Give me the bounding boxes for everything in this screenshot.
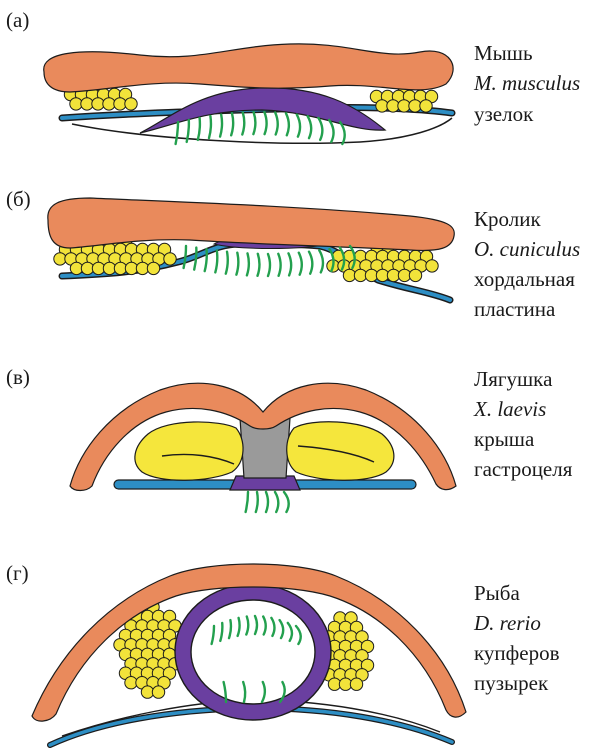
cilium — [242, 113, 244, 135]
cilium — [247, 253, 249, 275]
cilium — [299, 253, 302, 275]
cilium — [309, 252, 312, 274]
panel-b-species: O. cuniculus — [474, 237, 580, 261]
cilium — [253, 112, 255, 134]
cell — [147, 262, 159, 274]
panel-a-structure: узелок — [474, 102, 534, 126]
panel-b-structure-1: хордальная — [474, 267, 575, 291]
cilium — [340, 122, 345, 144]
cilium — [187, 120, 189, 142]
cilium — [226, 252, 228, 274]
cilium — [329, 120, 333, 142]
panel-d-letter: (г) — [6, 561, 29, 585]
panel-c-structure-2: гастроцеля — [474, 457, 573, 481]
panel-a-organism: Мышь — [474, 41, 533, 65]
cell — [152, 686, 164, 698]
panel-c-structure-1: крыша — [474, 427, 535, 451]
cilium — [275, 113, 278, 135]
cilium — [289, 253, 292, 275]
panel-c: (в) Лягушка X. laevis крыша гастроцеля — [6, 365, 573, 512]
frog-mesoderm-left — [135, 422, 243, 480]
cell — [420, 100, 432, 112]
rabbit-ectoderm — [48, 198, 454, 250]
cilium — [256, 492, 258, 512]
panel-d-structure-2: пузырек — [474, 671, 549, 695]
panel-d-species: D. rerio — [473, 611, 541, 635]
panel-a: (а) Мышь M. musculus узелок — [6, 8, 580, 144]
mouse-ectoderm — [44, 44, 453, 92]
cell — [164, 253, 176, 265]
panel-b-structure-2: пластина — [474, 297, 556, 321]
cilium — [215, 250, 217, 272]
panel-c-species: X. laevis — [473, 397, 546, 421]
cilium — [318, 118, 322, 140]
mouse-membrane — [72, 118, 452, 143]
panel-a-letter: (а) — [6, 8, 29, 32]
cilium — [246, 492, 248, 512]
frog-cilia — [246, 492, 289, 512]
cilium — [209, 116, 211, 138]
cell — [409, 269, 421, 281]
cilium — [297, 115, 300, 137]
panel-b-organism: Кролик — [474, 207, 541, 231]
cilium — [268, 254, 270, 276]
panel-b: (б) Кролик O. cuniculus хордальная пласт… — [6, 187, 580, 321]
cilium — [319, 250, 323, 272]
cilium — [264, 112, 266, 134]
frog-endoderm-left — [114, 480, 242, 489]
cilium — [278, 254, 280, 276]
panel-d: (г) Рыба D. rerio купферов пузырек — [6, 561, 560, 745]
panel-d-structure-1: купферов — [474, 641, 560, 665]
cilium — [198, 118, 200, 140]
panel-b-letter: (б) — [6, 187, 31, 211]
cilium — [231, 113, 233, 135]
panel-c-letter: (в) — [6, 365, 30, 389]
cilium — [284, 492, 289, 512]
panel-a-species: M. musculus — [473, 71, 580, 95]
cilium — [266, 492, 268, 512]
cilium — [275, 492, 278, 512]
cell — [426, 260, 438, 272]
cilium — [176, 122, 178, 144]
cell — [125, 98, 137, 110]
frog-endoderm-right — [288, 480, 416, 489]
cell — [350, 678, 362, 690]
cilium — [308, 116, 312, 138]
cilium — [220, 115, 222, 137]
cilium — [258, 254, 260, 276]
panel-d-organism: Рыба — [474, 581, 520, 605]
panel-c-organism: Лягушка — [474, 367, 553, 391]
cilium — [236, 253, 238, 275]
cilium — [286, 113, 289, 135]
